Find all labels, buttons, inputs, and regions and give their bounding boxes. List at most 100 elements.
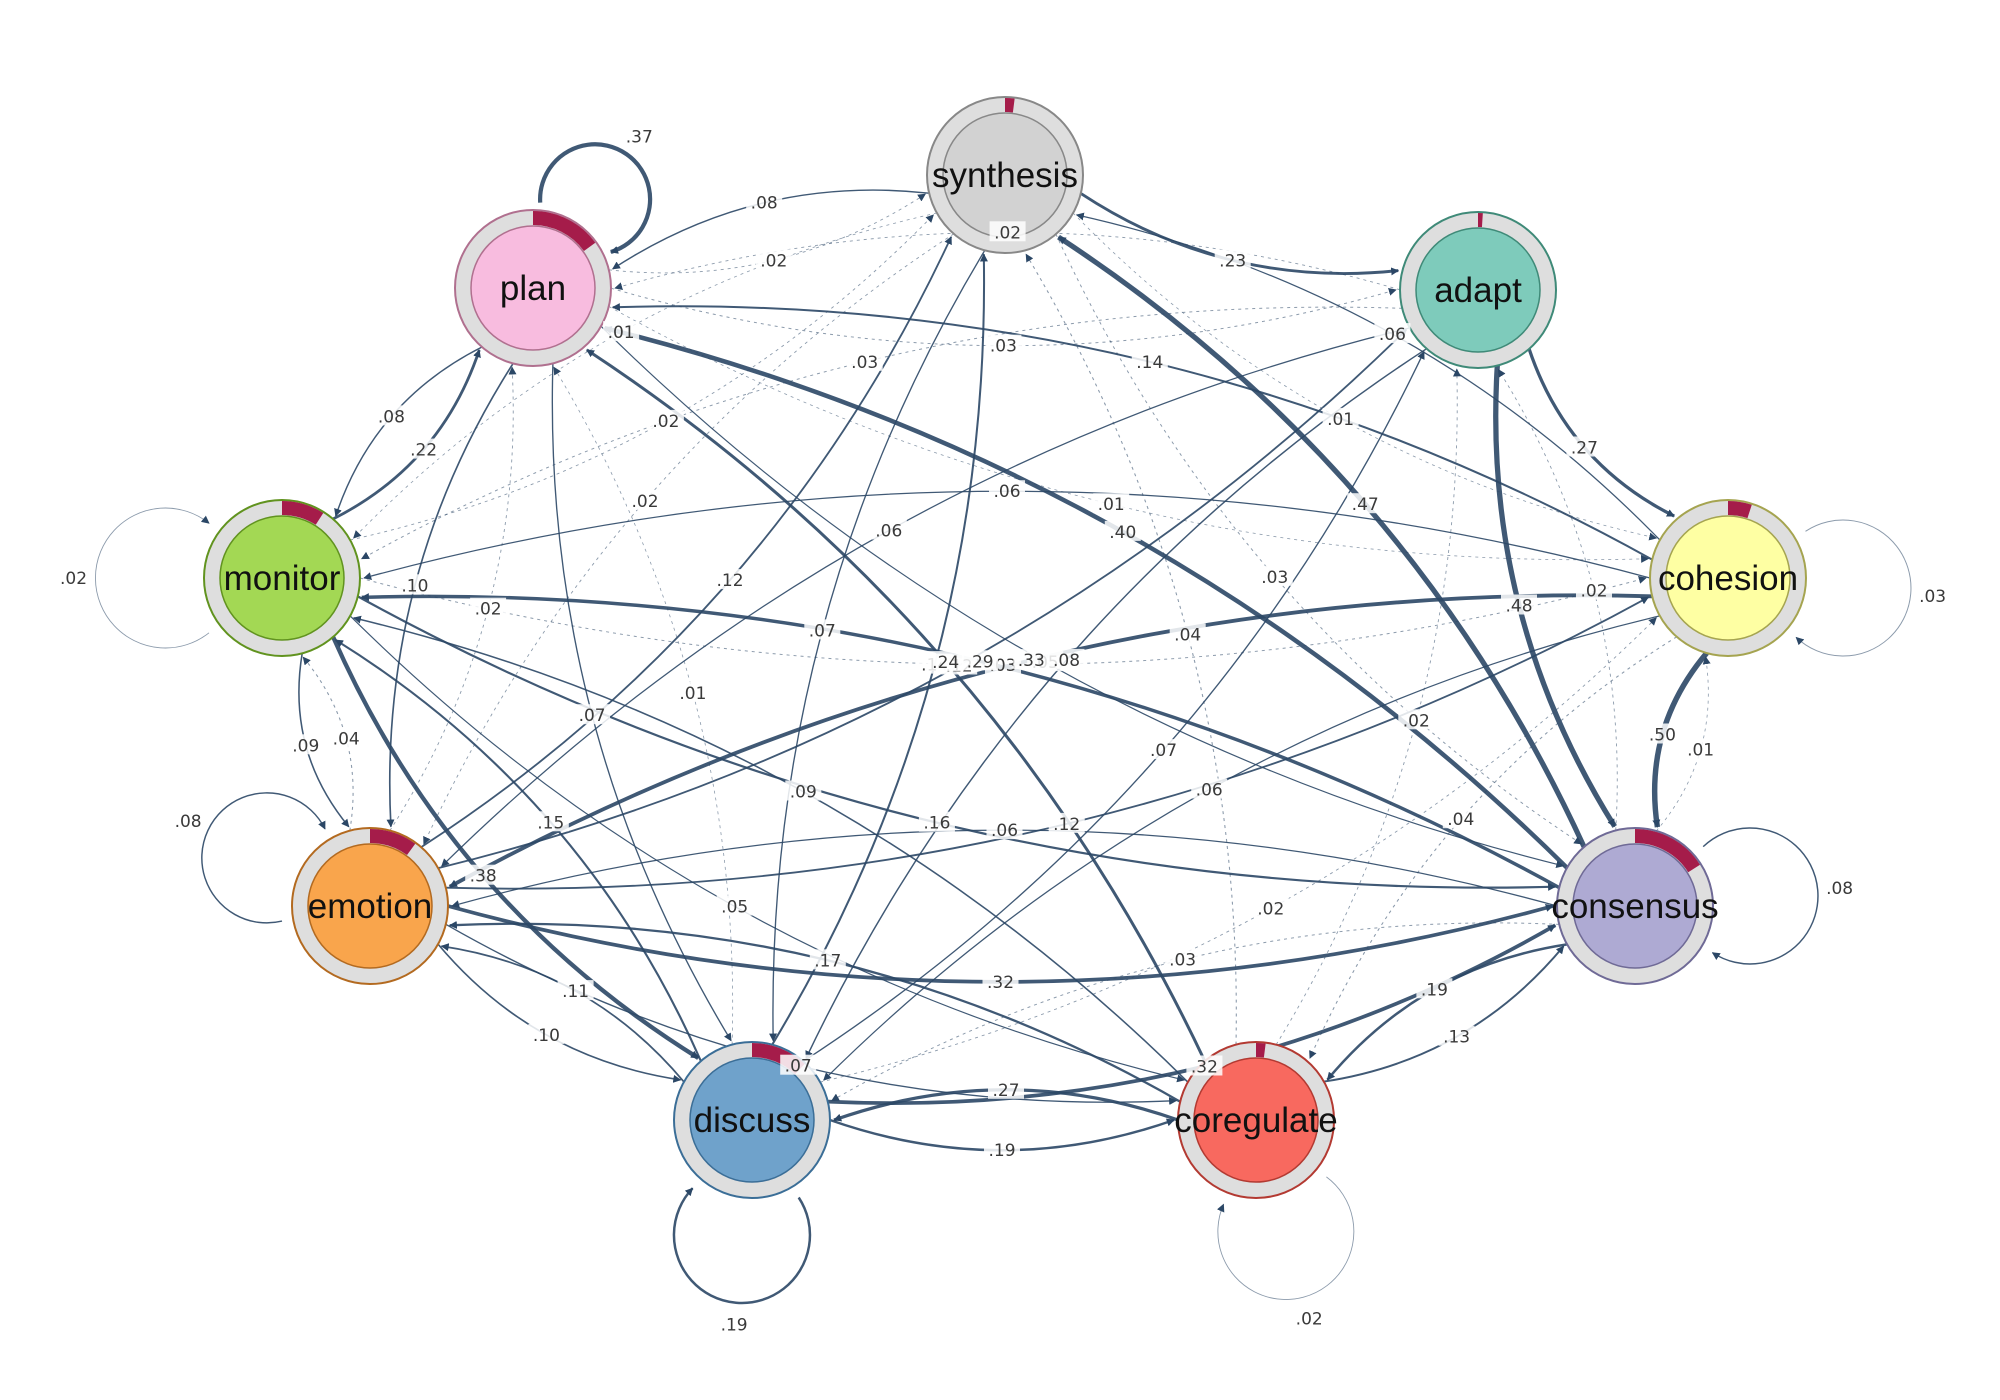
node-label-coregulate: coregulate <box>1174 1101 1337 1140</box>
edge-synthesis-to-monitor <box>353 212 937 539</box>
edge-label-consensus-to-discuss: .03 <box>1169 951 1196 971</box>
edge-label-bg-discuss-to-emotion <box>557 980 594 1001</box>
edge-label-bg-consensus-to-coregulate <box>1416 978 1453 999</box>
edge-emotion-to-discuss <box>437 943 682 1083</box>
edge-cohesion-to-discuss <box>823 615 1660 1081</box>
edge-emotion-to-consensus <box>447 904 1554 984</box>
node-plan: plan <box>454 209 612 367</box>
edge-label-bg-emotion-to-synthesis <box>712 569 748 590</box>
edge-label-bg-plan-to-emotion <box>396 574 433 595</box>
self-loop-consensus <box>1702 827 1819 965</box>
edge-adapt-to-cohesion <box>1527 348 1675 518</box>
edge-label-adapt-to-emotion: .06 <box>875 522 902 542</box>
edge-label-bg-emotion-to-coregulate <box>780 1054 817 1075</box>
edge-plan-to-consensus <box>600 325 1565 869</box>
edge-label-coregulate-to-emotion: .17 <box>814 951 841 971</box>
edge-label-bg-synthesis-to-emotion <box>627 489 663 510</box>
edge-label-coregulate-to-discuss: .27 <box>992 1081 1019 1101</box>
edge-label-bg-emotion-to-consensus <box>982 970 1019 991</box>
edge-label-bg-emotion-to-plan <box>470 597 507 618</box>
self-loop-label-plan: .37 <box>626 127 653 147</box>
edge-label-discuss-to-cohesion: .02 <box>1257 900 1284 920</box>
edge-label-bg-synthesis-to-discuss <box>804 619 841 640</box>
edge-label-coregulate-to-adapt: .02 <box>1403 711 1430 731</box>
edge-label-bg-adapt-to-monitor <box>846 350 883 371</box>
edge-label-synthesis-to-cohesion: .01 <box>1327 410 1354 430</box>
edge-label-bg-consensus-to-emotion <box>986 819 1023 840</box>
edge-plan-to-adapt <box>610 287 1397 347</box>
self-loop-monitor <box>95 507 210 649</box>
edge-label-bg-plan-to-cohesion <box>1093 493 1130 514</box>
edge-label-monitor-to-consensus: .16 <box>923 814 950 834</box>
edge-label-bg-synthesis-to-plan <box>746 191 783 212</box>
edge-label-bg-coregulate-to-discuss <box>988 1078 1024 1099</box>
edge-label-bg-adapt-to-cohesion <box>1566 436 1603 457</box>
edge-consensus-to-monitor <box>360 593 1561 890</box>
node-pie-emotion <box>369 829 416 856</box>
edge-label-coregulate-to-consensus: .13 <box>1443 1028 1470 1048</box>
edge-label-bg-plan-to-monitor <box>373 405 410 426</box>
edge-label-adapt-to-cohesion: .27 <box>1571 439 1598 459</box>
edge-label-bg-coregulate-to-synthesis <box>1169 623 1206 644</box>
edge-label-bg-cohesion-to-monitor <box>989 480 1025 501</box>
self-loops-layer <box>95 142 1912 1305</box>
edge-adapt-to-emotion <box>441 327 1410 867</box>
edge-label-bg-coregulate-to-monitor <box>785 780 822 801</box>
edge-label-plan-to-adapt: .03 <box>990 337 1017 357</box>
node-fill-consensus <box>1572 843 1698 969</box>
edge-label-bg-adapt-to-emotion <box>870 519 907 540</box>
self-loop-discuss <box>672 1187 812 1305</box>
edge-label-synthesis-to-plan: .08 <box>751 194 778 214</box>
edge-discuss-to-emotion <box>440 943 685 1083</box>
node-pie-cohesion <box>1727 501 1752 519</box>
edge-label-synthesis-to-emotion: .02 <box>631 492 658 512</box>
edge-label-adapt-to-monitor: .03 <box>851 353 878 373</box>
edge-label-cohesion-to-plan: .14 <box>1136 353 1163 373</box>
edge-label-bg-consensus-to-adapt <box>1576 579 1612 600</box>
edge-label-bg-plan-to-synthesis <box>755 249 792 270</box>
node-label-discuss: discuss <box>694 1101 811 1140</box>
edge-label-bg-discuss-to-consensus <box>1186 1055 1223 1076</box>
edge-label-bg-consensus-to-cohesion <box>1682 738 1719 759</box>
edge-label-bg-discuss-to-coregulate <box>984 1139 1020 1160</box>
edge-label-discuss-to-coregulate: .19 <box>988 1141 1015 1161</box>
node-label-consensus: consensus <box>1551 887 1718 926</box>
edge-label-bg-consensus-to-synthesis <box>1347 493 1384 514</box>
edge-label-bg-adapt-to-consensus <box>1501 594 1537 615</box>
edge-label-adapt-to-consensus: .48 <box>1505 597 1532 617</box>
edge-emotion-to-adapt <box>437 329 1407 869</box>
edge-label-cohesion-to-monitor: .06 <box>993 482 1020 502</box>
edge-label-consensus-to-monitor: .29 <box>967 652 994 672</box>
node-fill-plan <box>470 225 596 351</box>
edge-label-bg-monitor-to-consensus <box>918 811 955 832</box>
edge-label-bg-cohesion-to-consensus <box>1644 723 1681 744</box>
edge-coregulate-to-adapt <box>1275 368 1461 1045</box>
node-label-adapt: adapt <box>1434 271 1522 310</box>
node-monitor: monitor <box>203 499 361 657</box>
edge-label-bg-cohesion-to-coregulate <box>1442 808 1479 829</box>
node-label-plan: plan <box>500 269 566 308</box>
edge-adapt-to-discuss <box>805 348 1427 1060</box>
node-synthesis: synthesis <box>926 96 1084 254</box>
node-emotion: emotion <box>291 827 449 985</box>
node-discuss: discuss <box>673 1041 831 1199</box>
edge-label-emotion-to-coregulate: .07 <box>785 1057 812 1077</box>
edge-label-synthesis-to-consensus: .03 <box>1261 568 1288 588</box>
node-pie-consensus <box>1634 829 1701 873</box>
edge-label-bg-emotion-to-discuss <box>528 1023 565 1044</box>
edge-label-cohesion-to-emotion: .33 <box>1018 651 1045 671</box>
node-label-emotion: emotion <box>308 887 433 926</box>
edge-label-bg-emotion-to-cohesion <box>1048 812 1085 833</box>
self-loop-label-emotion: .08 <box>175 812 202 832</box>
edge-label-bg-cohesion-to-discuss <box>1191 778 1228 799</box>
edge-consensus-to-coregulate <box>1326 943 1568 1081</box>
edge-label-consensus-to-emotion: .06 <box>991 821 1018 841</box>
node-cohesion: cohesion <box>1649 499 1807 657</box>
edge-label-bg-plan-to-adapt <box>985 334 1022 355</box>
node-pie-monitor <box>281 501 324 525</box>
edge-labels-layer: .23.08.02.07.14.47.04.27.48.12.07.02.40.… <box>60 127 1946 1335</box>
edge-label-bg-coregulate-to-adapt <box>1398 709 1435 730</box>
edge-label-consensus-to-cohesion: .01 <box>1687 741 1714 761</box>
edge-label-monitor-to-emotion: .09 <box>292 736 319 756</box>
